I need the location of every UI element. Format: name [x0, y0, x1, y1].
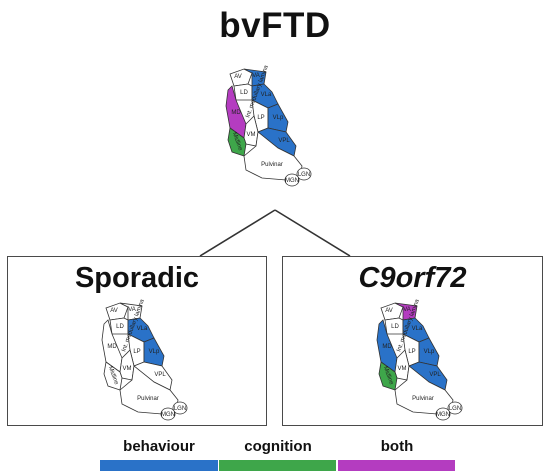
nucleus-label-va: VA — [403, 307, 411, 313]
nucleus-label-va: VA — [128, 307, 136, 313]
nucleus-label-lgn: LGN — [174, 406, 186, 412]
legend-label-behaviour: behaviour — [123, 438, 195, 455]
nucleus-pulvinar — [394, 365, 454, 415]
legend-bar-cognition — [219, 460, 336, 471]
legend-bar-both — [338, 460, 455, 471]
legend-label-cognition: cognition — [244, 438, 312, 455]
nucleus-label-vpl: VPL — [429, 372, 441, 378]
nucleus-label-lp: LP — [257, 115, 264, 121]
nucleus-label-vm: VM — [123, 366, 132, 372]
nucleus-label-av: AV — [385, 308, 393, 314]
nucleus-label-lp: LP — [133, 349, 140, 355]
nucleus-label-md: MD — [107, 344, 117, 350]
nucleus-pulvinar — [119, 365, 179, 415]
nucleus-label-pulvinar: Pulvinar — [412, 396, 434, 402]
nucleus-label-pulvinar: Pulvinar — [261, 162, 283, 168]
nucleus-label-mgn: MGN — [161, 412, 175, 418]
nucleus-label-vla: VLa — [137, 326, 148, 332]
nucleus-label-vlp: VLp — [424, 349, 435, 355]
nucleus-label-pulvinar: Pulvinar — [137, 396, 159, 402]
nucleus-label-lgn: LGN — [449, 406, 461, 412]
nucleus-label-av: AV — [110, 308, 118, 314]
nucleus-label-vpl: VPL — [154, 372, 166, 378]
panel-title-sporadic: Sporadic — [74, 262, 200, 294]
nucleus-mgn — [435, 407, 451, 421]
nucleus-av — [105, 302, 129, 321]
nucleus-label-vpl: VPL — [278, 138, 290, 144]
legend-label-both: both — [380, 438, 414, 455]
nucleus-av — [380, 302, 404, 321]
nucleus-label-ld: LD — [240, 90, 248, 96]
nucleus-label-vla: VLa — [261, 92, 272, 98]
nucleus-label-vm: VM — [398, 366, 407, 372]
nucleus-label-vla: VLa — [412, 326, 423, 332]
nucleus-mgn — [160, 407, 176, 421]
nucleus-label-vlp: VLp — [149, 349, 160, 355]
nucleus-mgn — [284, 173, 300, 187]
nucleus-lgn — [172, 401, 188, 415]
nucleus-label-vm: VM — [247, 132, 256, 138]
nucleus-lgn — [296, 167, 312, 181]
nucleus-label-ld: LD — [116, 324, 124, 330]
nucleus-vlp — [267, 103, 289, 133]
panel-title-c9orf72: C9orf72 — [358, 262, 467, 294]
nucleus-vlp — [143, 337, 165, 367]
nucleus-label-lp: LP — [408, 349, 415, 355]
nucleus-lgn — [447, 401, 463, 415]
nucleus-label-md: MD — [231, 110, 241, 116]
nucleus-label-ld: LD — [391, 324, 399, 330]
nucleus-label-lgn: LGN — [298, 172, 310, 178]
nucleus-label-vlp: VLp — [273, 115, 284, 121]
nucleus-av — [229, 68, 253, 87]
nucleus-vlp — [418, 337, 440, 367]
nucleus-label-av: AV — [234, 74, 242, 80]
legend-bar-behaviour — [100, 460, 218, 471]
nucleus-label-mgn: MGN — [285, 178, 299, 184]
nucleus-label-md: MD — [382, 344, 392, 350]
main-title: bvFTD — [219, 6, 331, 45]
nucleus-label-va: VA — [252, 73, 260, 79]
nucleus-label-mgn: MGN — [436, 412, 450, 418]
nucleus-pulvinar — [243, 131, 303, 181]
